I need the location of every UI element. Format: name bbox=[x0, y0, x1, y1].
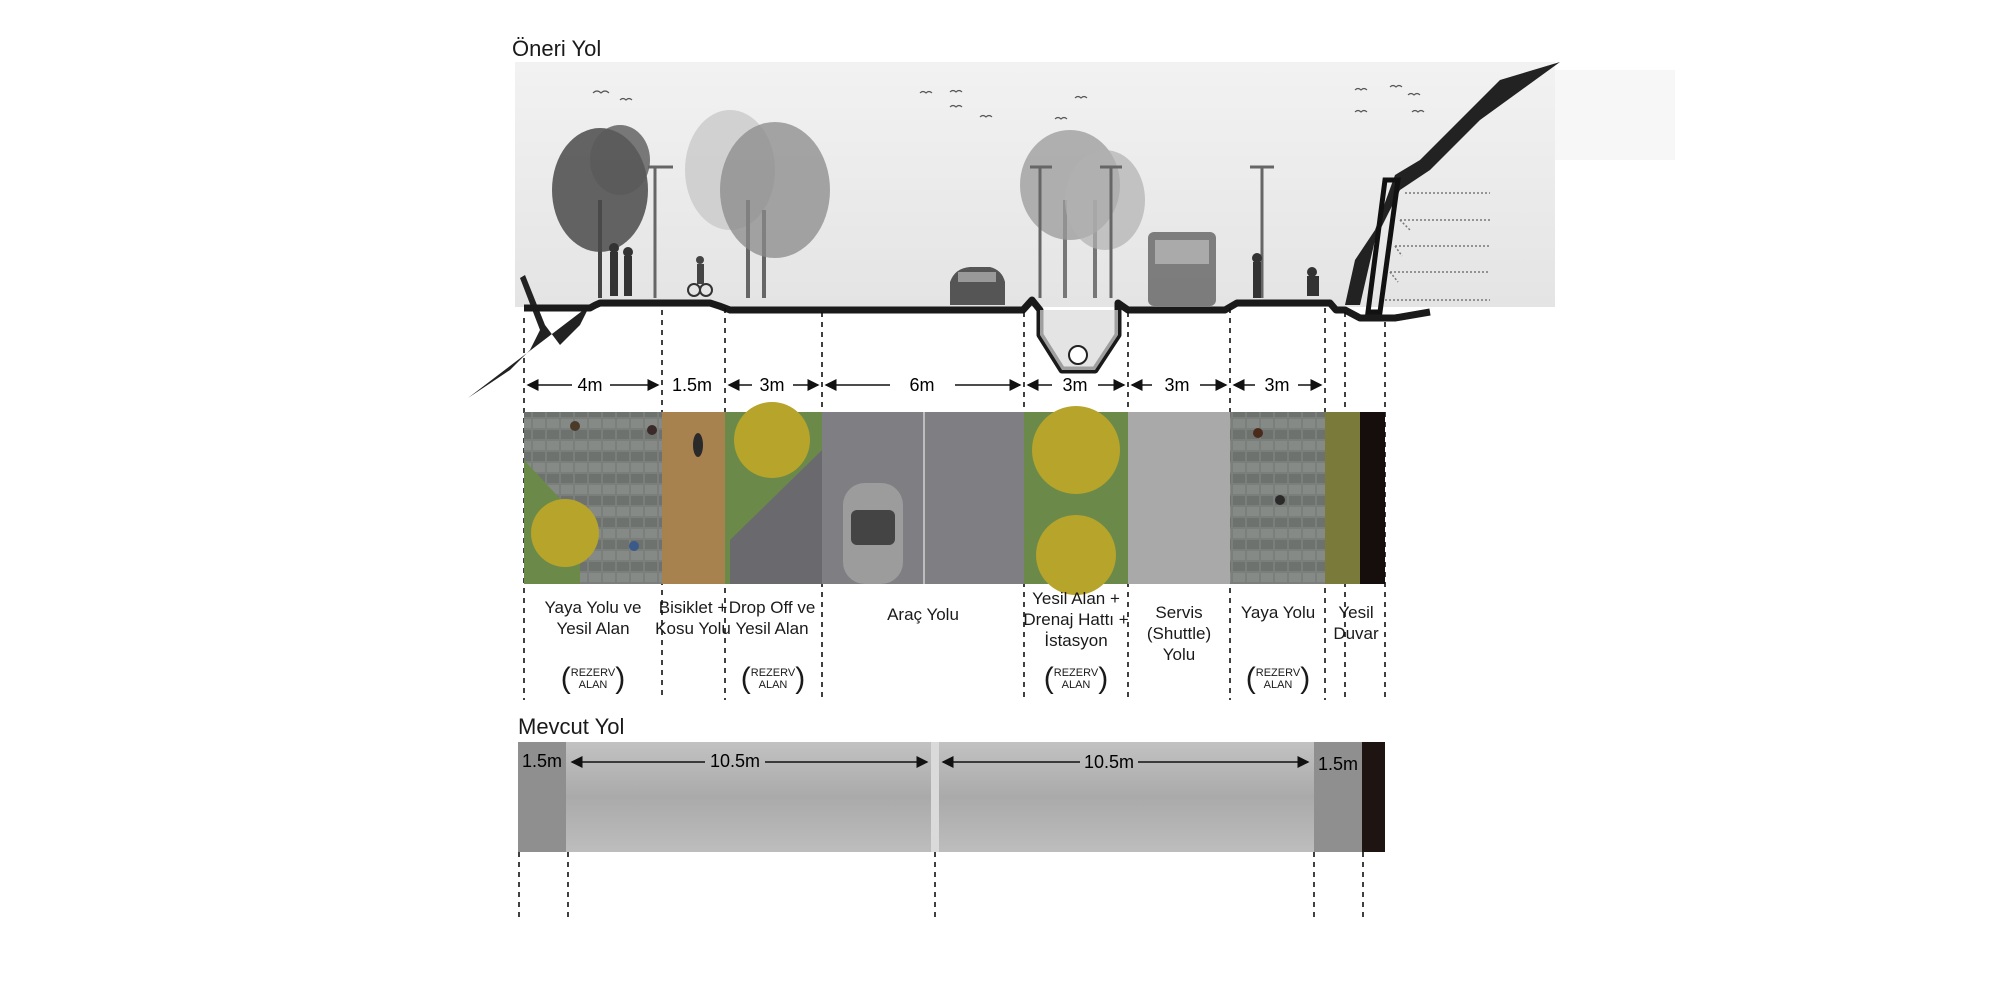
rezerv-line2: ALAN bbox=[578, 679, 608, 691]
plan-view-strip bbox=[524, 402, 1385, 595]
dim-label-2: 1.5m bbox=[672, 375, 712, 395]
sky-haze bbox=[1555, 70, 1675, 160]
plan-dropoff-bay bbox=[730, 450, 822, 584]
street-lights bbox=[648, 165, 1274, 298]
existing-dim-label-3: 10.5m bbox=[1084, 752, 1134, 772]
plan-shrub-1 bbox=[531, 499, 599, 567]
shuttle-bus bbox=[1148, 232, 1216, 306]
plan-green-wall bbox=[1325, 412, 1360, 584]
existing-dim-label-4: 1.5m bbox=[1318, 754, 1358, 774]
proposed-road-title: Öneri Yol bbox=[512, 36, 602, 61]
rezerv-line2: ALAN bbox=[1263, 679, 1293, 691]
plan-car bbox=[843, 483, 903, 584]
existing-wall bbox=[1362, 742, 1385, 852]
tree-2 bbox=[685, 110, 830, 298]
ground-section-line bbox=[524, 296, 1431, 374]
existing-road-title: Mevcut Yol bbox=[518, 714, 625, 739]
existing-road-strip bbox=[518, 742, 1385, 852]
rezerv-line1: REZERV bbox=[570, 667, 616, 679]
rezerv-line2: ALAN bbox=[758, 679, 788, 691]
drainage-pipe-icon bbox=[1068, 345, 1088, 365]
dim-label-3: 3m bbox=[759, 375, 784, 395]
dim-label-6: 3m bbox=[1164, 375, 1189, 395]
existing-sidewalk-right bbox=[1314, 742, 1362, 852]
dim-label-4: 6m bbox=[909, 375, 934, 395]
existing-dim-label-2: 10.5m bbox=[710, 751, 760, 771]
plan-shrub-3 bbox=[1032, 406, 1120, 494]
plan-shrub-4 bbox=[1036, 515, 1116, 595]
plan-shuttle-road bbox=[1128, 412, 1230, 584]
drainage-channel bbox=[1040, 310, 1118, 370]
existing-sidewalk-left bbox=[518, 742, 566, 852]
left-slope bbox=[468, 275, 590, 398]
lane-label-sidewalk: Yaya Yolu bbox=[1240, 603, 1316, 622]
tree-1 bbox=[552, 125, 650, 298]
plan-person-2 bbox=[629, 541, 639, 551]
dim-label-5: 3m bbox=[1062, 375, 1087, 395]
plan-shrub-2 bbox=[734, 402, 810, 478]
existing-lane-right bbox=[939, 742, 1314, 852]
rezerv-line1: REZERV bbox=[1255, 667, 1301, 679]
plan-wall bbox=[1360, 412, 1385, 584]
lane-label-green-wall: Yesil Duvar bbox=[1333, 603, 1379, 643]
lane-label-sidewalk-green: Yaya Yolu ve Yesil Alan bbox=[544, 598, 642, 638]
cyclist bbox=[687, 256, 713, 297]
lane-label-dropoff: Drop Off ve Yesil Alan bbox=[728, 598, 816, 638]
rezerv-line1: REZERV bbox=[750, 667, 796, 679]
plan-person-3 bbox=[647, 425, 657, 435]
birds-group bbox=[592, 84, 1425, 120]
lane-label-bike-jog: Bisiklet + Kosu Yolu bbox=[655, 598, 731, 638]
retaining-wall bbox=[1365, 177, 1401, 315]
plan-bike-path bbox=[662, 412, 725, 584]
existing-guide-lines bbox=[518, 852, 1364, 922]
lane-label-green-drainage: Yesil Alan + Drenaj Hattı + İstasyon bbox=[1023, 589, 1129, 650]
car-section bbox=[950, 267, 1005, 305]
existing-lane-left bbox=[566, 742, 931, 852]
rezerv-line2: ALAN bbox=[1061, 679, 1091, 691]
tree-3 bbox=[1020, 130, 1145, 298]
plan-person-4 bbox=[1253, 428, 1263, 438]
lane-label-shuttle: Servis (Shuttle) Yolu bbox=[1146, 603, 1212, 664]
lane-label-carriageway: Araç Yolu bbox=[887, 605, 959, 624]
pedestrians bbox=[609, 243, 1319, 298]
existing-dim-label-1: 1.5m bbox=[522, 751, 562, 771]
dim-label-7: 3m bbox=[1264, 375, 1289, 395]
dim-label-1: 4m bbox=[577, 375, 602, 395]
building-floors bbox=[1385, 192, 1490, 301]
plan-person-5 bbox=[1275, 495, 1285, 505]
plan-cyclist bbox=[693, 433, 703, 457]
existing-median bbox=[931, 742, 939, 852]
plan-person-1 bbox=[570, 421, 580, 431]
rezerv-line1: REZERV bbox=[1053, 667, 1099, 679]
